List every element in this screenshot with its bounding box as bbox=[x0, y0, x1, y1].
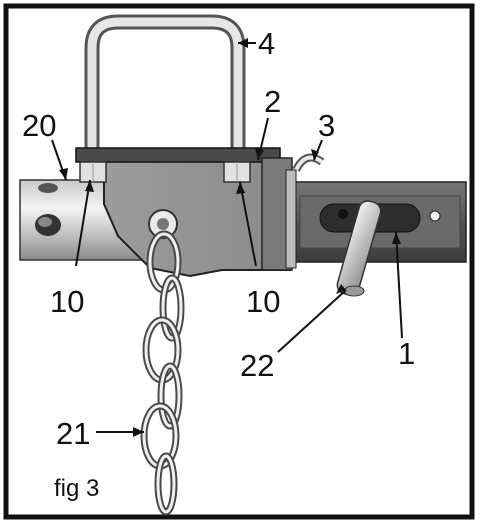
callout-label-4: 4 bbox=[258, 26, 275, 61]
leader-1 bbox=[395, 231, 403, 339]
shackle-ring bbox=[292, 153, 325, 172]
leader-10-left bbox=[75, 179, 91, 267]
u-bolt bbox=[84, 14, 246, 158]
hitch-pin bbox=[336, 200, 382, 297]
callout-label-2: 2 bbox=[264, 84, 281, 119]
diagram-frame bbox=[3, 3, 475, 520]
nut-right bbox=[223, 161, 251, 183]
leader-arrowheads bbox=[59, 38, 401, 437]
figure-caption: fig 3 bbox=[54, 475, 99, 502]
chain-anchor bbox=[148, 209, 178, 239]
leader-10-right bbox=[239, 181, 257, 267]
callout-label-10-right: 10 bbox=[246, 284, 280, 319]
callout-label-3: 3 bbox=[318, 108, 335, 143]
leader-22 bbox=[277, 289, 347, 353]
callout-label-22: 22 bbox=[240, 348, 274, 383]
nut-left bbox=[79, 161, 107, 183]
safety-chain bbox=[140, 230, 185, 516]
callout-label-1: 1 bbox=[398, 336, 415, 371]
callout-label-10-left: 10 bbox=[50, 284, 84, 319]
callout-label-21: 21 bbox=[56, 416, 90, 451]
callout-label-20: 20 bbox=[22, 108, 56, 143]
